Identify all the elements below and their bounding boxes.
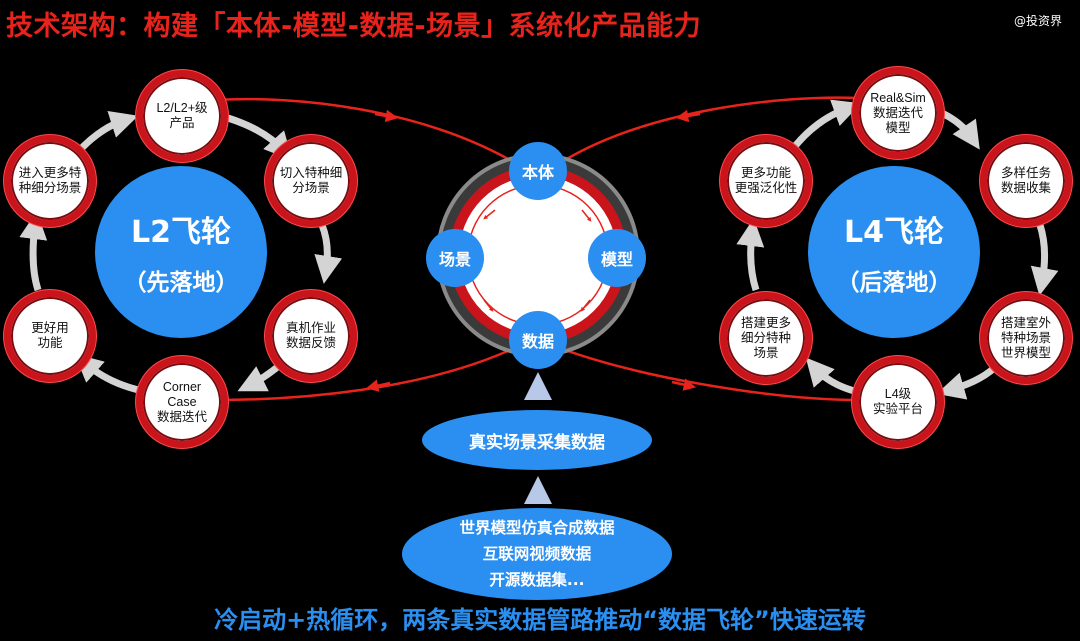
center-ring-arrow-1 bbox=[483, 209, 496, 220]
right-node-label: 多样任务 数据收集 bbox=[1000, 166, 1051, 195]
left-node-better-function: 更好用 功能 bbox=[4, 290, 96, 382]
source-internet-video: 互联网视频数据 bbox=[482, 545, 592, 563]
left-node-label: 真机作业 数据反馈 bbox=[285, 321, 336, 350]
right-cycle-arrow-5 bbox=[736, 218, 765, 292]
right-node-build-scenes: 搭建更多 细分特种 场景 bbox=[720, 292, 812, 384]
connector-right-top bbox=[564, 96, 859, 162]
real-data-ellipse: 真实场景采集数据 bbox=[422, 410, 652, 470]
right-hub-title: L4飞轮 bbox=[844, 215, 944, 250]
center-ring-arrow-4 bbox=[483, 299, 494, 312]
left-cycle-arrow-2 bbox=[314, 223, 343, 284]
data-sources-ellipse: 世界模型仿真合成数据 互联网视频数据 开源数据集... bbox=[402, 508, 672, 600]
center-node-scene: 场景 bbox=[426, 229, 484, 287]
right-node-label: L4级 实验平台 bbox=[872, 387, 923, 416]
left-node-label: L2/L2+级 产品 bbox=[156, 101, 208, 130]
right-hub-subtitle: （后落地） bbox=[836, 270, 952, 296]
left-node-label: Corner Case 数据迭代 bbox=[156, 379, 207, 424]
left-cycle-arrow-6 bbox=[75, 110, 139, 155]
left-node-l2-product: L2/L2+级 产品 bbox=[136, 70, 228, 162]
left-node-corner-case: Corner Case 数据迭代 bbox=[136, 356, 228, 448]
connector-left-top-arrow bbox=[374, 109, 399, 123]
right-node-label: Real&Sim 数据迭代 模型 bbox=[870, 90, 926, 135]
right-node-generalization: 更多功能 更强泛化性 bbox=[720, 135, 812, 227]
right-cycle-arrow-2 bbox=[1030, 223, 1059, 296]
left-node-label: 更好用 功能 bbox=[31, 321, 69, 350]
center-node-data: 数据 bbox=[509, 311, 567, 369]
connector-left-bottom-arrow bbox=[365, 379, 391, 392]
real-data-label: 真实场景采集数据 bbox=[469, 432, 605, 453]
right-hub: L4飞轮 （后落地） bbox=[808, 166, 980, 338]
left-node-more-scenes: 进入更多特 种细分场景 bbox=[4, 135, 96, 227]
watermark: @投资界 bbox=[1013, 14, 1062, 28]
center-ring-arrow-3 bbox=[580, 299, 591, 312]
source-open-dataset: 开源数据集... bbox=[489, 571, 585, 589]
center-node-model: 模型 bbox=[588, 229, 646, 287]
left-node-real-feedback: 真机作业 数据反馈 bbox=[265, 290, 357, 382]
page-title: 技术架构：构建「本体-模型-数据-场景」系统化产品能力 bbox=[6, 11, 702, 42]
left-cycle-arrow-1 bbox=[226, 114, 293, 161]
center-node-body: 本体 bbox=[509, 142, 567, 200]
connector-right-top-arrow bbox=[675, 109, 701, 123]
right-node-l4-platform: L4级 实验平台 bbox=[852, 356, 944, 448]
connector-left-top bbox=[214, 97, 511, 162]
left-hub: L2飞轮 （先落地） bbox=[95, 166, 267, 338]
connector-right-bottom bbox=[564, 348, 859, 402]
right-cycle-arrow-4 bbox=[805, 357, 859, 396]
right-node-label: 更多功能 更强泛化性 bbox=[734, 166, 798, 195]
left-hub-subtitle: （先落地） bbox=[123, 270, 239, 296]
source-world-model: 世界模型仿真合成数据 bbox=[459, 519, 615, 537]
bottom-caption: 冷启动+热循环，两条真实数据管路推动“数据飞轮”快速运转 bbox=[214, 606, 866, 634]
center-ring-arrow-2 bbox=[581, 209, 592, 222]
up-triangle-lower bbox=[524, 476, 552, 504]
left-node-label: 进入更多特 种细分场景 bbox=[18, 166, 82, 195]
right-node-world-model: 搭建室外 特种场景 世界模型 bbox=[980, 292, 1072, 384]
up-triangle-upper bbox=[524, 372, 552, 400]
connector-left-bottom bbox=[214, 348, 511, 402]
left-cycle-arrow-5 bbox=[19, 211, 48, 292]
left-hub-title: L2飞轮 bbox=[131, 215, 231, 250]
left-node-label: 切入特种细 分场景 bbox=[279, 166, 343, 195]
right-cycle-arrow-6 bbox=[789, 99, 862, 153]
right-node-real-sim: Real&Sim 数据迭代 模型 bbox=[852, 67, 944, 159]
connector-right-bottom-arrow bbox=[671, 378, 697, 391]
right-node-task-collection: 多样任务 数据收集 bbox=[980, 135, 1072, 227]
left-node-enter-special-scene: 切入特种细 分场景 bbox=[265, 135, 357, 227]
right-node-label: 搭建室外 特种场景 世界模型 bbox=[1000, 315, 1051, 360]
right-node-label: 搭建更多 细分特种 场景 bbox=[740, 315, 791, 360]
